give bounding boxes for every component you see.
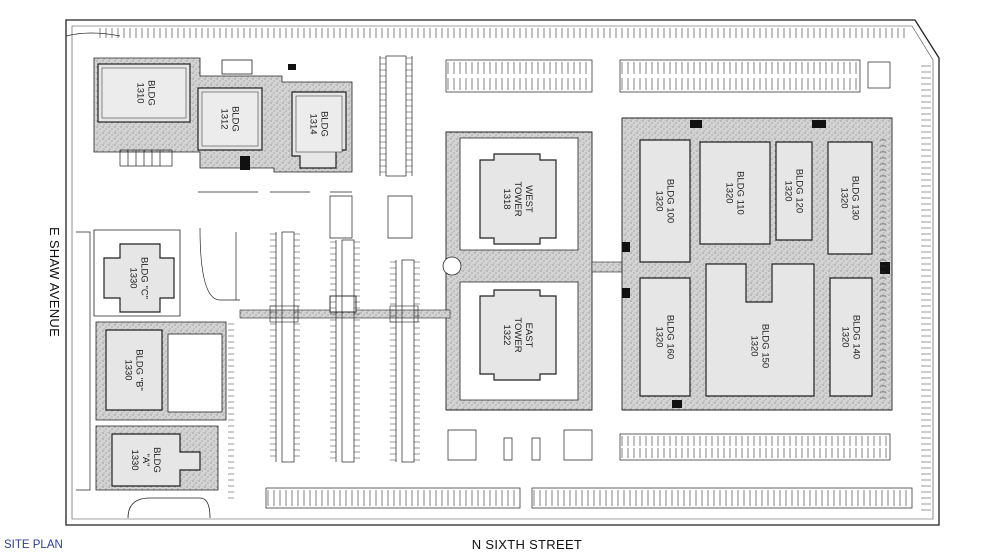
building-label-line: WEST [523, 185, 534, 213]
stall-row [621, 436, 887, 446]
building-label-line: 1310 [135, 82, 146, 103]
stall-row [380, 57, 386, 173]
stall-row [330, 241, 336, 459]
building-label-line: BLDG [151, 447, 162, 473]
building-label-line: 1320 [749, 335, 760, 356]
stall-row [390, 261, 396, 461]
stall-row [414, 261, 420, 461]
building-label-line: BLDG 160 [665, 315, 676, 359]
building-label-line: 1330 [129, 449, 140, 470]
building-label-line: BLDG 110 [735, 171, 746, 215]
north-frontage [65, 26, 121, 37]
building-label-line: TOWER [512, 181, 523, 216]
site-boundary [65, 19, 940, 526]
stall-row [270, 233, 276, 457]
stall-ticks [99, 28, 931, 511]
building-label-line: 1320 [654, 326, 665, 347]
stall-row [621, 448, 887, 458]
building-label-line: 1320 [839, 187, 850, 208]
street-label-south: N SIXTH STREET [472, 537, 582, 552]
tower-complex [442, 131, 593, 411]
stall-row [406, 57, 412, 173]
inner-boundary [71, 25, 934, 520]
building-label-bldg_c: BLDG "C"1330 [128, 257, 150, 299]
building-label-line: 1320 [783, 180, 794, 201]
building-label-line: 1318 [501, 188, 512, 209]
plan-title: SITE PLAN [4, 539, 63, 551]
building-label-line: 1314 [308, 113, 319, 134]
building-label-line: 1330 [128, 267, 139, 288]
building-label-line: 1320 [654, 190, 665, 211]
building-label-line: BLDG 150 [760, 324, 771, 368]
stall-row [533, 490, 907, 506]
stall-row [621, 62, 857, 74]
south-parking [265, 433, 913, 509]
west-cluster [76, 229, 227, 519]
building-label-line: 1330 [123, 359, 134, 380]
building-label-line: BLDG 140 [851, 315, 862, 359]
building-label-line: BLDG [319, 111, 330, 137]
building-label-line: 1322 [501, 324, 512, 345]
building-label-line: EAST [523, 323, 534, 348]
northwest-cluster [93, 57, 353, 173]
street-label-west: E SHAW AVENUE [47, 227, 62, 337]
stall-row [621, 78, 857, 90]
stall-row [99, 28, 905, 38]
stall-row [880, 139, 886, 399]
stall-row [447, 62, 587, 74]
east-campus [621, 117, 893, 411]
building-label-line: BLDG 120 [794, 169, 805, 213]
stall-row [447, 78, 587, 90]
building-label-line: 1320 [724, 182, 735, 203]
stall-row [354, 241, 360, 459]
central-parking [198, 191, 593, 463]
building-label-line: TOWER [512, 317, 523, 352]
building-label-line: BLDG "C" [139, 257, 150, 299]
stall-row [267, 490, 515, 506]
stall-row [294, 233, 300, 457]
building-label-line: BLDG 100 [665, 179, 676, 223]
building-label-line: BLDG [230, 106, 241, 132]
stall-row [228, 323, 234, 499]
building-label-line: BLDG [146, 80, 157, 106]
building-label-line: BLDG 130 [850, 176, 861, 220]
building-label-line: 1312 [219, 108, 230, 129]
building-label-line: BLDG "B" [134, 349, 145, 391]
building-label-line: "A" [140, 453, 151, 466]
stall-row [921, 65, 931, 511]
building-label-line: 1320 [840, 326, 851, 347]
building-label-bldg_a: BLDG"A"1330 [129, 447, 162, 473]
building-label-bldg_b: BLDG "B"1330 [123, 349, 145, 391]
